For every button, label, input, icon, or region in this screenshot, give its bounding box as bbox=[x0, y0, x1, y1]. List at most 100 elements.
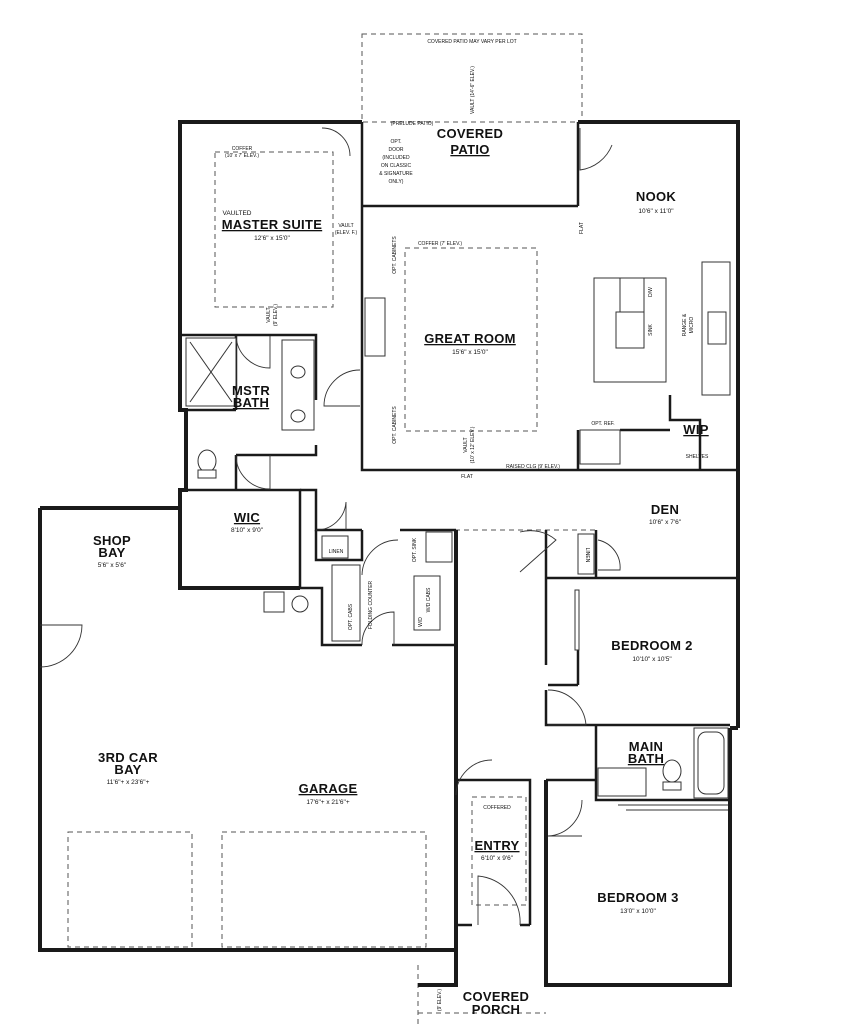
third-car-l2: BAY bbox=[114, 762, 141, 777]
vault-master2-elev: (9' ELEV.) bbox=[273, 304, 279, 327]
opt-cabinets-bottom: OPT. CABINETS bbox=[392, 406, 398, 444]
linen-door-swing bbox=[315, 501, 347, 531]
porch-elev: (9' ELEV.) bbox=[437, 989, 443, 1012]
interior-walls bbox=[180, 122, 738, 927]
wic-door-swing bbox=[235, 454, 271, 490]
linen-label: LINEN bbox=[329, 549, 344, 555]
main-bath-l2: BATH bbox=[628, 751, 664, 766]
covered-porch-l1: COVERED bbox=[463, 989, 529, 1004]
coffer-master-elev: (10' x 7' ELEV.) bbox=[225, 153, 259, 159]
nook-title: NOOK bbox=[636, 189, 677, 204]
washer-dryer bbox=[413, 575, 441, 631]
folding-counter bbox=[331, 564, 361, 642]
vault-master2: VAULT bbox=[266, 307, 272, 322]
garage-entry-door bbox=[455, 759, 493, 796]
garage-appliance bbox=[291, 595, 309, 613]
garage-door-left bbox=[67, 831, 193, 948]
opt-door-4: ON CLASSIC bbox=[381, 163, 412, 169]
den-title: DEN bbox=[651, 502, 679, 517]
master-toilet bbox=[197, 449, 217, 473]
master-suite-title: MASTER SUITE bbox=[222, 217, 322, 232]
bedroom3-dims: 13'0" x 10'0" bbox=[620, 908, 656, 915]
fireplace bbox=[364, 297, 386, 357]
covered-porch-l2: PORCH bbox=[472, 1002, 520, 1017]
master-coffer-outline bbox=[214, 151, 334, 308]
flat-label-great: FLAT bbox=[461, 474, 473, 480]
dw-label: D/W bbox=[648, 287, 654, 297]
range-label: RANGE & bbox=[682, 313, 688, 336]
entry-door-swing bbox=[477, 875, 521, 926]
wd-label: W/D bbox=[418, 617, 424, 627]
opt-door-6: ONLY) bbox=[389, 179, 404, 185]
vault-patio-label: VAULT (14'-6" ELEV.) bbox=[470, 66, 476, 114]
great-room-dims: 15'6" x 15'0" bbox=[452, 349, 488, 356]
nook-dims: 10'6" x 11'0" bbox=[638, 208, 674, 215]
wd-cabs-label: W/D CABS bbox=[426, 587, 432, 612]
garage-title: GARAGE bbox=[299, 781, 358, 796]
opt-ref bbox=[579, 429, 621, 465]
bath-door-swing bbox=[235, 335, 271, 369]
folding-counter-label: FOLDING COUNTER bbox=[368, 580, 374, 629]
sink-label: SINK bbox=[648, 324, 654, 336]
opt-sink-label: OPT. SINK bbox=[412, 537, 418, 562]
flat-label-nook: FLAT bbox=[579, 222, 585, 234]
vault-great: VAULT bbox=[463, 437, 469, 452]
linen2-door-swing bbox=[597, 539, 621, 571]
exterior-walls bbox=[38, 120, 740, 987]
prelude-patio-label: (PRELUDE PATIO) bbox=[391, 121, 434, 127]
linen2-label: LINEN bbox=[584, 548, 590, 563]
wip-title: WIP bbox=[683, 422, 708, 437]
master-suite-dims: 12'6" x 15'0" bbox=[254, 235, 290, 242]
third-car-dims: 11'6"+ x 23'6"+ bbox=[107, 779, 150, 786]
covered-patio-title-2: PATIO bbox=[450, 142, 489, 157]
mstr-bath-l2: BATH bbox=[233, 395, 269, 410]
bedroom3-door-swing bbox=[547, 799, 583, 837]
range bbox=[707, 311, 727, 345]
shop-bay-l1: SHOP bbox=[93, 533, 131, 548]
dishwasher bbox=[619, 277, 645, 313]
master-vaulted: VAULTED bbox=[222, 210, 251, 217]
entry-coffered: COFFERED bbox=[483, 805, 511, 811]
shelves-label: SHELVES bbox=[686, 454, 709, 460]
sink-2 bbox=[290, 409, 306, 423]
raised-clg: RAISED CLG (9' ELEV.) bbox=[506, 464, 560, 470]
nook-door-swing bbox=[579, 128, 613, 171]
great-room-coffer-outline bbox=[404, 247, 538, 432]
bedroom3-title: BEDROOM 3 bbox=[597, 890, 678, 905]
opt-cabs-label: OPT. CABS bbox=[348, 603, 354, 630]
sink-1 bbox=[290, 365, 306, 379]
mstr-bath-l1: MSTR bbox=[232, 383, 270, 398]
vault-great-elev: (10' x 12' ELEV.) bbox=[470, 426, 476, 463]
patio-door-swing bbox=[321, 127, 351, 157]
opt-door-3: (INCLUDED bbox=[382, 155, 410, 161]
coffer-master: COFFER bbox=[232, 146, 253, 152]
vault-master: VAULT bbox=[338, 223, 353, 229]
laundry-door-swing bbox=[361, 539, 399, 576]
den-door-swing bbox=[519, 530, 557, 573]
labels: COVERED PATIO MAY VARY PER LOT VAULT (14… bbox=[93, 39, 709, 1017]
third-car-l1: 3RD CAR bbox=[98, 750, 158, 765]
great-room-title: GREAT ROOM bbox=[424, 331, 516, 346]
covered-patio-title-1: COVERED bbox=[437, 126, 503, 141]
opt-ref-label: OPT. REF. bbox=[591, 421, 614, 427]
garage-laundry-door bbox=[361, 611, 395, 646]
entry-dims: 6'10" x 9'6" bbox=[481, 855, 514, 862]
master-door-swing bbox=[323, 369, 361, 407]
bedroom2-title: BEDROOM 2 bbox=[611, 638, 692, 653]
garage-door-right bbox=[221, 831, 427, 948]
micro-label: MICRO bbox=[689, 317, 695, 334]
opt-door-1: OPT. bbox=[390, 139, 401, 145]
den-dims: 10'6" x 7'6" bbox=[649, 519, 682, 526]
shop-bay-dims: 5'6" x 5'6" bbox=[98, 562, 127, 569]
covered-patio-optional-outline bbox=[361, 33, 583, 123]
bedroom2-dims: 10'10" x 10'5" bbox=[632, 656, 672, 663]
water-heater bbox=[263, 591, 285, 613]
kitchen-sink bbox=[615, 311, 645, 349]
entry-title: ENTRY bbox=[474, 838, 519, 853]
fixtures bbox=[185, 261, 731, 811]
wic-dims: 8'10" x 9'0" bbox=[231, 527, 264, 534]
opt-door-2: DOOR bbox=[389, 147, 404, 153]
dashed-outlines bbox=[67, 33, 596, 1024]
main-bath-vanity bbox=[597, 767, 647, 797]
